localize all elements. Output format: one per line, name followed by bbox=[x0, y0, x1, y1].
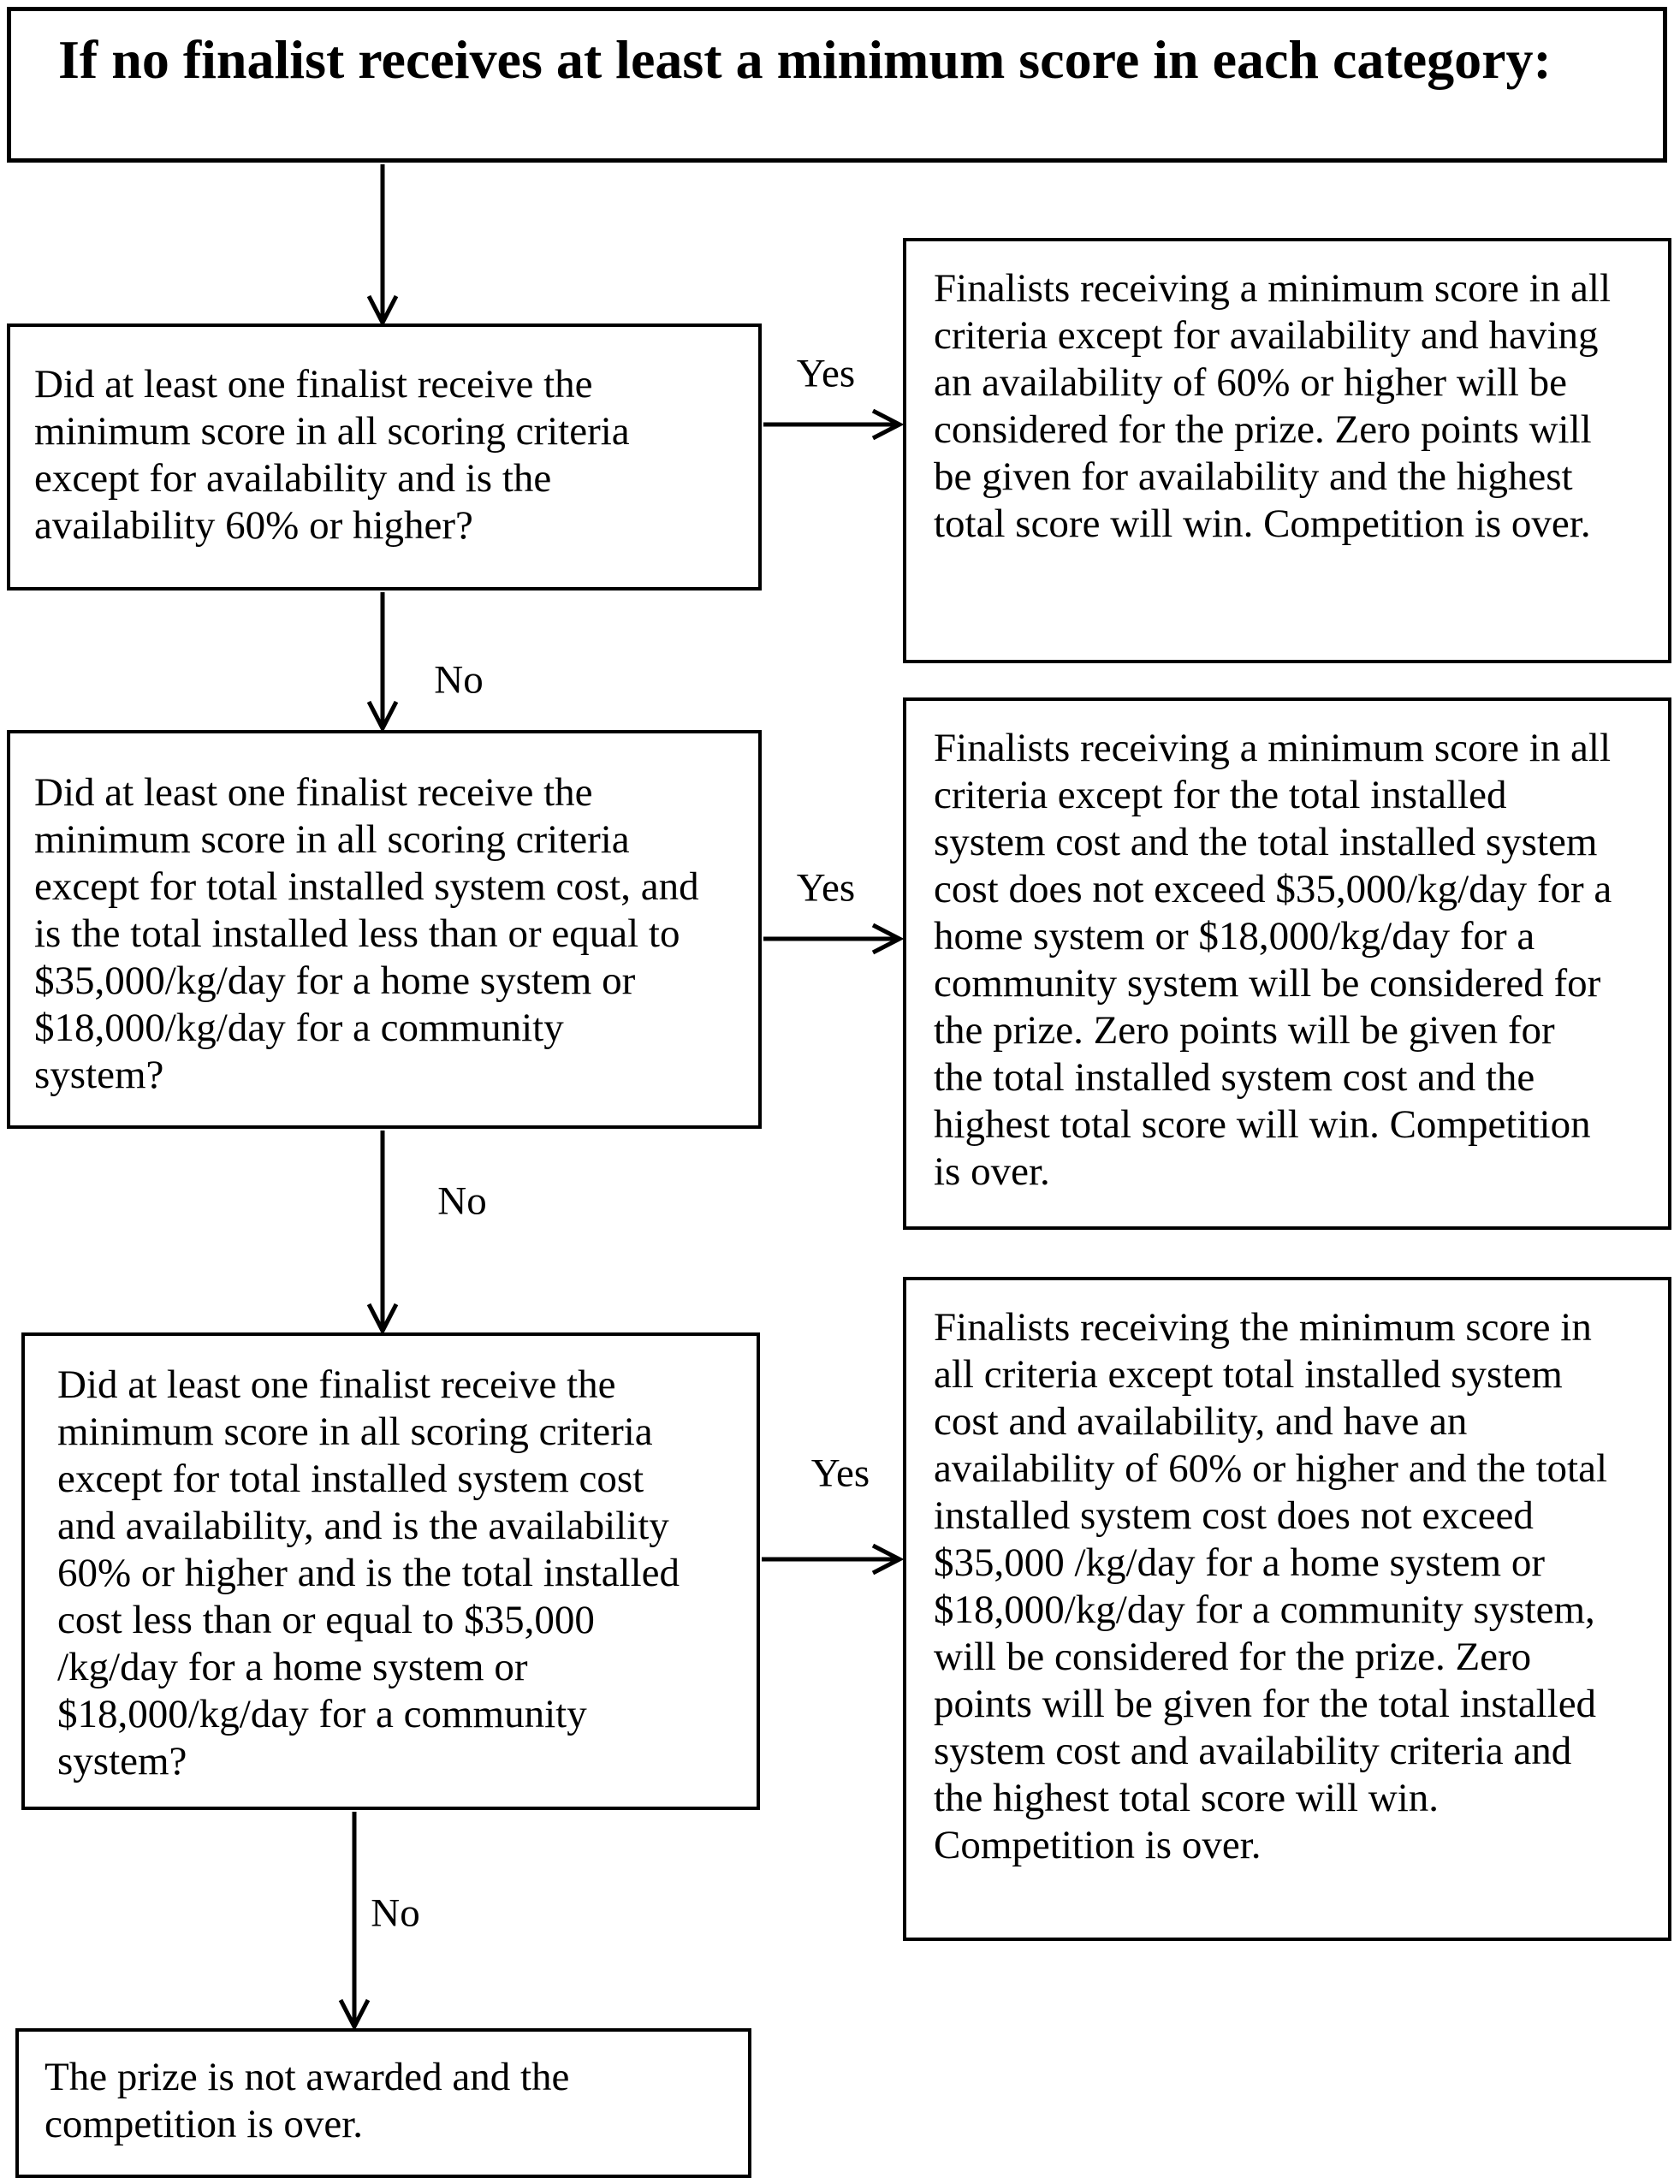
outcome-1-text: Finalists receiving a minimum score in a… bbox=[934, 266, 1612, 546]
outcome-2-text: Finalists receiving a minimum score in a… bbox=[934, 726, 1612, 1194]
arrow-yes-2 bbox=[763, 923, 905, 955]
edge-label-no-2: No bbox=[437, 1178, 487, 1224]
decision-box-cost-and-availability: Did at least one finalist receive the mi… bbox=[21, 1332, 760, 1810]
page-title: If no finalist receives at least a minim… bbox=[58, 29, 1552, 90]
arrow-title-to-decision-1 bbox=[366, 164, 399, 328]
outcome-box-availability: Finalists receiving a minimum score in a… bbox=[903, 238, 1671, 663]
outcome-3-text: Finalists receiving the minimum score in… bbox=[934, 1305, 1608, 1867]
outcome-box-cost-and-availability: Finalists receiving the minimum score in… bbox=[903, 1277, 1671, 1941]
decision-1-text: Did at least one finalist receive the mi… bbox=[34, 362, 630, 548]
decision-box-system-cost: Did at least one finalist receive the mi… bbox=[7, 730, 762, 1129]
arrow-no-1 bbox=[366, 592, 399, 733]
edge-label-yes-2: Yes bbox=[796, 865, 856, 911]
terminal-text: The prize is not awarded and the competi… bbox=[45, 2055, 570, 2146]
outcome-box-system-cost: Finalists receiving a minimum score in a… bbox=[903, 697, 1671, 1230]
title-box: If no finalist receives at least a minim… bbox=[7, 7, 1667, 163]
terminal-box-no-prize: The prize is not awarded and the competi… bbox=[15, 2028, 751, 2178]
arrow-yes-1 bbox=[763, 408, 905, 441]
edge-label-yes-3: Yes bbox=[810, 1451, 870, 1496]
edge-label-yes-1: Yes bbox=[796, 351, 856, 396]
decision-2-text: Did at least one finalist receive the mi… bbox=[34, 770, 699, 1097]
arrow-no-3 bbox=[338, 1812, 371, 2032]
decision-3-text: Did at least one finalist receive the mi… bbox=[57, 1362, 680, 1783]
decision-box-availability: Did at least one finalist receive the mi… bbox=[7, 323, 762, 591]
arrow-yes-3 bbox=[762, 1543, 905, 1576]
edge-label-no-3: No bbox=[371, 1890, 420, 1936]
arrow-no-2 bbox=[366, 1131, 399, 1336]
edge-label-no-1: No bbox=[434, 657, 484, 703]
